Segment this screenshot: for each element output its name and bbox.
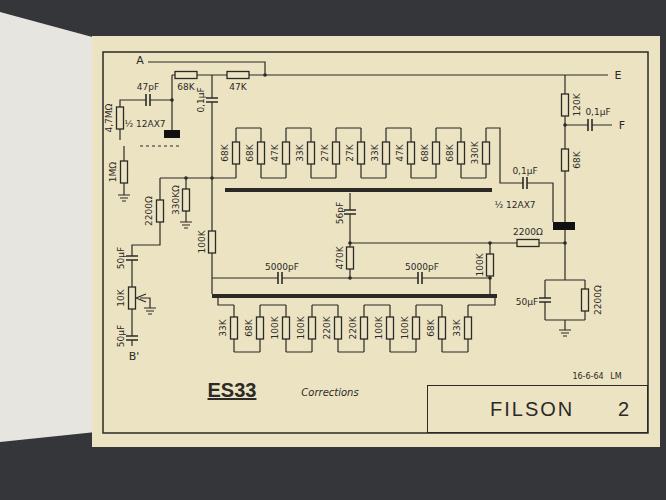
component-label: ½ 12AX7 — [494, 201, 535, 210]
component-label: 100K — [401, 316, 410, 339]
component-label: B' — [129, 351, 140, 362]
component-label: 100K — [198, 230, 207, 253]
component-label: 68K — [177, 83, 194, 92]
component-label: 100K — [271, 316, 280, 339]
component-label: LM — [610, 373, 621, 381]
component-label: 47K — [396, 144, 405, 161]
component-label: 50µF — [117, 325, 126, 347]
component-label: A — [136, 55, 144, 66]
component-label: 1MΩ — [109, 162, 118, 182]
component-label: 5000pF — [405, 263, 439, 272]
component-label: 100K — [476, 253, 485, 276]
component-label: 100K — [375, 316, 384, 339]
resistor-symbols — [117, 72, 589, 340]
component-label: 220K — [323, 316, 332, 339]
component-label: 220K — [349, 316, 358, 339]
ground-symbols — [118, 195, 571, 336]
sheet-number: 2 — [618, 398, 631, 421]
component-label: 33K — [296, 144, 305, 161]
component-label: 0,1µF — [197, 87, 206, 112]
component-label: F — [619, 120, 625, 131]
component-label: 47pF — [137, 83, 159, 92]
component-label: 33K — [371, 144, 380, 161]
component-label: 2200Ω — [594, 285, 603, 315]
component-label: 0,1µF — [585, 108, 610, 117]
junction-dots — [170, 73, 567, 280]
component-label: 2200Ω — [513, 228, 543, 237]
component-label: 33K — [219, 319, 228, 336]
component-label: 330KΩ — [172, 185, 181, 215]
component-label: 330K — [471, 141, 480, 164]
component-label: 100K — [297, 316, 306, 339]
component-label: 2200Ω — [145, 196, 154, 226]
component-label: 10K — [117, 289, 126, 306]
component-label: 56pF — [336, 202, 345, 224]
component-label: 33K — [453, 319, 462, 336]
component-label: 68K — [246, 144, 255, 161]
left-page — [0, 12, 96, 442]
component-label: 68K — [573, 151, 582, 168]
component-label: 27K — [321, 144, 330, 161]
component-label: 27K — [346, 144, 355, 161]
tube-electrode — [164, 130, 180, 138]
potentiometer-wiper — [136, 294, 146, 302]
title-box: FILSON 2 — [427, 385, 648, 433]
component-label: 68K — [245, 319, 254, 336]
component-label: 68K — [221, 144, 230, 161]
switch-bus — [212, 190, 497, 296]
component-label: 50µF — [516, 298, 538, 307]
page-frame — [103, 52, 648, 433]
component-label: 47K — [229, 83, 246, 92]
component-label: 68K — [427, 319, 436, 336]
component-label: 470K — [336, 246, 345, 269]
component-label: 50µF — [117, 247, 126, 269]
component-label: 0,1µF — [512, 167, 537, 176]
right-page — [92, 36, 660, 447]
component-label: Corrections — [301, 388, 358, 398]
tube-outline — [140, 146, 182, 147]
component-label: ½ 12AX7 — [124, 120, 165, 129]
maker-name: FILSON — [490, 398, 574, 421]
drawing-number: ES33 — [208, 380, 257, 400]
capacitor-symbols — [126, 94, 592, 340]
component-label: 5000pF — [265, 263, 299, 272]
component-label: 68K — [421, 144, 430, 161]
component-label: 16-6-64 — [572, 373, 603, 381]
component-label: 47K — [271, 144, 280, 161]
component-label: 68K — [446, 144, 455, 161]
component-label: 120K — [573, 93, 582, 116]
component-label: E — [615, 70, 622, 81]
wires — [120, 62, 612, 352]
tube-electrode — [553, 222, 575, 230]
component-label: 4,7MΩ — [105, 104, 114, 133]
